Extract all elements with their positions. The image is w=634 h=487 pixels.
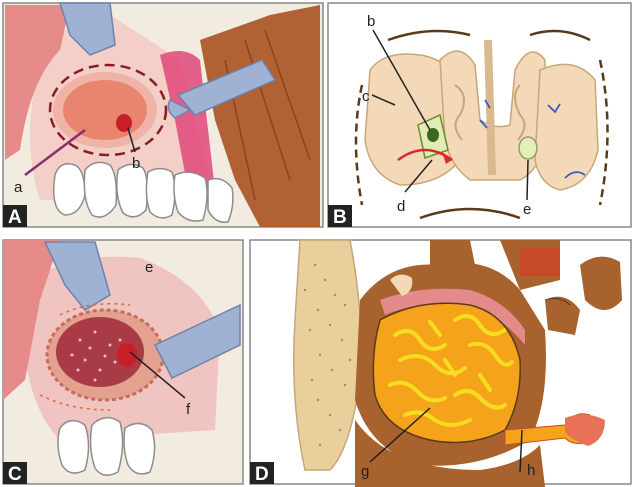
panel-d: g h D [250,240,631,487]
label-b2: b [367,13,375,30]
label-a: a [14,179,23,196]
panel-b: b c d e B [328,3,631,228]
label-e-b: e [523,201,531,218]
label-b: b [132,155,140,172]
cyst [519,137,537,159]
panel-letter-b: B [333,207,347,228]
label-e-c: e [145,259,153,276]
maxillary-sinus-right [535,64,598,190]
lesion [116,114,132,132]
teeth [58,418,155,476]
panel-letter-d: D [255,464,269,485]
panel-letter-c: C [8,464,22,485]
panel-letter-a: A [8,207,22,228]
panel-c: e f C [3,240,243,485]
label-h: h [527,462,535,479]
label-d: d [397,198,405,215]
panel-a: a b A [3,3,323,228]
label-g: g [361,463,369,480]
label-c: c [362,88,370,105]
